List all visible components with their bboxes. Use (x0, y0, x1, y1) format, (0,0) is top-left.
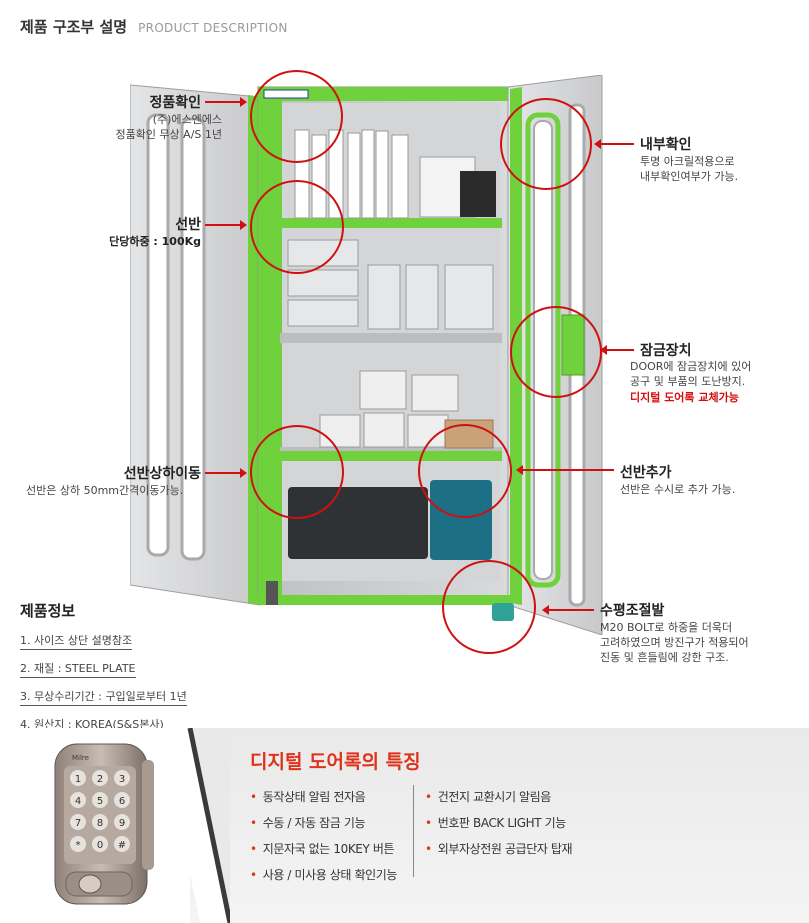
key-3: 3 (119, 774, 125, 785)
page-title: 제품 구조부 설명 (20, 18, 128, 36)
ring-leveler (442, 560, 536, 654)
callout-leveler-line1: M20 BOLT로 하중을 더욱더 (600, 621, 733, 634)
callout-shelf-move-desc: 선반은 상하 50mm간격이동가능. (26, 483, 183, 498)
page-subtitle: PRODUCT DESCRIPTION (138, 21, 288, 35)
callout-genuine-line1: (주)에스엔에스 (152, 113, 222, 126)
ring-shelf-move (250, 425, 344, 519)
key-5: 5 (97, 796, 103, 807)
callout-lock: 잠금장치 (640, 340, 692, 360)
ring-interior (500, 98, 592, 190)
features-right-list: •건전지 교환시기 알림음 •번호판 BACK LIGHT 기능 •외부자상전원… (425, 790, 573, 856)
callout-shelf-move-title: 선반상하이동 (123, 466, 201, 482)
callout-shelf-add-line1: 선반은 수시로 추가 가능. (620, 483, 736, 496)
features-left-list: •동작상태 알림 전자음 •수동 / 자동 잠금 기능 •지문자국 없는 10K… (250, 790, 398, 882)
callout-shelf-add: 선반추가 선반은 수시로 추가 가능. (620, 462, 735, 497)
doorlock-image: Milre 1 2 3 4 5 6 7 8 9 * 0 # (54, 743, 154, 905)
callout-shelf-move-line1: 선반은 상하 50mm간격이동가능. (26, 484, 184, 497)
feature-item: 동작상태 알림 전자음 (262, 790, 366, 804)
callout-leveler-line3: 진동 및 흔들림에 강한 구조. (600, 651, 729, 664)
ring-shelf (250, 180, 344, 274)
callout-lock-title: 잠금장치 (640, 343, 692, 359)
key-4: 4 (75, 796, 81, 807)
key-1: 1 (75, 774, 81, 785)
panel-divider (160, 728, 230, 923)
product-info-item: 1. 사이즈 상단 설명참조 (20, 632, 133, 650)
callout-lock-line1: DOOR에 잠금장치에 있어 (630, 360, 752, 373)
callout-lock-highlight: 디지털 도어록 교체가능 (630, 391, 739, 404)
callout-shelf-line1: 단당하중 : 100Kg (109, 235, 201, 248)
callout-genuine-title: 정품확인 (149, 95, 201, 111)
arrow-shelf-add (516, 465, 614, 475)
arrow-interior (594, 139, 634, 149)
callout-shelf-add-title: 선반추가 (620, 465, 672, 481)
callout-lock-line2: 공구 및 부품의 도난방지. (630, 375, 746, 388)
callout-interior-title: 내부확인 (640, 137, 692, 153)
product-info-title: 제품정보 (20, 602, 76, 620)
arrow-shelf (205, 220, 247, 230)
callout-leveler-line2: 고려하였으며 방진구가 적용되어 (600, 636, 749, 649)
callout-interior-line1: 투명 아크릴적용으로 (640, 155, 735, 168)
callout-interior: 내부확인 투명 아크릴적용으로 내부확인여부가 가능. (640, 134, 738, 184)
callout-leveler: 수평조절발 M20 BOLT로 하중을 더욱더 고려하였으며 방진구가 적용되어… (600, 600, 749, 665)
callout-genuine-line2: 정품확인 무상 A/S 1년 (115, 128, 222, 141)
arrow-shelf-move (205, 468, 247, 478)
key-6: 6 (119, 796, 125, 807)
key-7: 7 (75, 818, 81, 829)
key-star: * (76, 840, 81, 851)
key-2: 2 (97, 774, 103, 785)
page-header: 제품 구조부 설명 PRODUCT DESCRIPTION (20, 16, 288, 37)
ring-lock (510, 306, 602, 398)
key-9: 9 (119, 818, 125, 829)
feature-item: 지문자국 없는 10KEY 버튼 (262, 842, 395, 856)
key-0: 0 (97, 840, 103, 851)
arrow-leveler (542, 605, 594, 615)
callout-shelf-move: 선반상하이동 (124, 463, 201, 483)
arrow-genuine (205, 97, 247, 107)
feature-item: 사용 / 미사용 상태 확인기능 (262, 868, 398, 882)
callout-lock-desc: DOOR에 잠금장치에 있어 공구 및 부품의 도난방지. 디지털 도어록 교체… (630, 359, 751, 405)
product-info-item: 3. 무상수리기간 : 구입일로부터 1년 (20, 688, 187, 706)
callout-shelf-title: 선반 (175, 217, 201, 233)
features-divider (413, 785, 414, 877)
product-info-item: 2. 재질 : STEEL PLATE (20, 660, 136, 678)
callout-shelf: 선반 단당하중 : 100Kg (109, 214, 201, 249)
key-8: 8 (97, 818, 103, 829)
callout-leveler-title: 수평조절발 (600, 603, 665, 619)
feature-item: 건전지 교환시기 알림음 (437, 790, 552, 804)
ring-genuine (250, 70, 343, 163)
feature-panel (190, 728, 809, 923)
key-hash: # (118, 840, 126, 851)
doorlock-brand: Milre (72, 754, 89, 762)
arrow-lock (600, 345, 634, 355)
ring-shelf-add (418, 424, 512, 518)
callout-genuine-desc: (주)에스엔에스 정품확인 무상 A/S 1년 (115, 112, 222, 142)
feature-item: 번호판 BACK LIGHT 기능 (437, 816, 567, 830)
feature-item: 수동 / 자동 잠금 기능 (262, 816, 366, 830)
feature-item: 외부자상전원 공급단자 탑재 (437, 842, 573, 856)
callout-genuine: 정품확인 (149, 92, 201, 112)
callout-interior-line2: 내부확인여부가 가능. (640, 170, 739, 183)
features-title: 디지털 도어록의 특징 (250, 751, 421, 773)
product-info: 제품정보 1. 사이즈 상단 설명참조 2. 재질 : STEEL PLATE … (20, 600, 187, 734)
